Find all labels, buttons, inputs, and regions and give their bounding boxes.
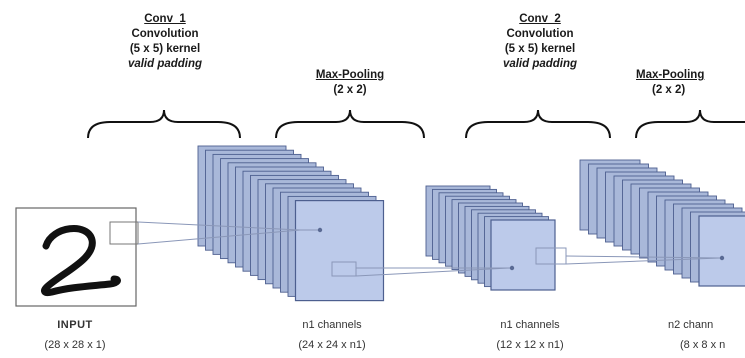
caption-dims: (8 x 8 x n [680,339,726,351]
caption-title: n2 chann [668,319,714,331]
layer-label-line: (5 x 5) kernel [504,43,576,55]
caption-feature-map-1: n1 channels (24 x 24 x n1) [262,318,402,352]
layer-label-line: valid padding [127,58,203,70]
caption-feature-map-2: n1 channels (12 x 12 x n1) [460,318,600,352]
brace-conv-1 [87,109,241,139]
brace-conv-2 [465,109,611,139]
layer-label-conv-2: Conv_2 Convolution (5 x 5) kernel valid … [465,12,615,72]
feature-map-front [294,200,385,302]
layer-label-line: Convolution [131,28,199,40]
layer-label-line: Max-Pooling [315,69,385,81]
connector-lines [137,221,721,277]
caption-title: INPUT [57,319,93,331]
brace-maxpool-2 [635,109,745,139]
layer-label-line: (2 x 2) [652,84,686,96]
layer-label-line: Convolution [506,28,574,40]
layer-label-line: Conv_1 [144,13,186,25]
feature-map-front [490,219,556,291]
layer-label-maxpool-2: Max-Pooling (2 x 2) [636,68,745,98]
feature-map-stack-2 [425,185,556,291]
layer-label-line: (2 x 2) [333,84,367,96]
input-receptive-field [109,221,139,245]
layer-label-conv-1: Conv_1 Convolution (5 x 5) kernel valid … [90,12,240,72]
layer-label-line: (5 x 5) kernel [129,43,201,55]
caption-title: n1 channels [302,319,362,331]
caption-dims: (12 x 12 x n1) [496,339,564,351]
caption-input: INPUT (28 x 28 x 1) [20,318,130,352]
handwritten-digit-2 [41,225,121,297]
brace-maxpool-1 [275,109,425,139]
feature-map-front [698,215,745,287]
connector-arrowheads [317,227,725,271]
input-image [15,207,139,307]
caption-dims: (24 x 24 x n1) [298,339,366,351]
feature-map-stack-3 [579,159,745,287]
layer-label-line: Max-Pooling [636,69,705,81]
caption-dims: (28 x 28 x 1) [44,339,106,351]
layer-label-maxpool-1: Max-Pooling (2 x 2) [285,68,415,98]
feature-map-stack-1 [197,145,385,302]
layer-label-line: valid padding [502,58,578,70]
caption-feature-map-3: n2 chann (8 x 8 x n [668,318,745,352]
layer-label-line: Conv_2 [519,13,561,25]
caption-title: n1 channels [500,319,560,331]
